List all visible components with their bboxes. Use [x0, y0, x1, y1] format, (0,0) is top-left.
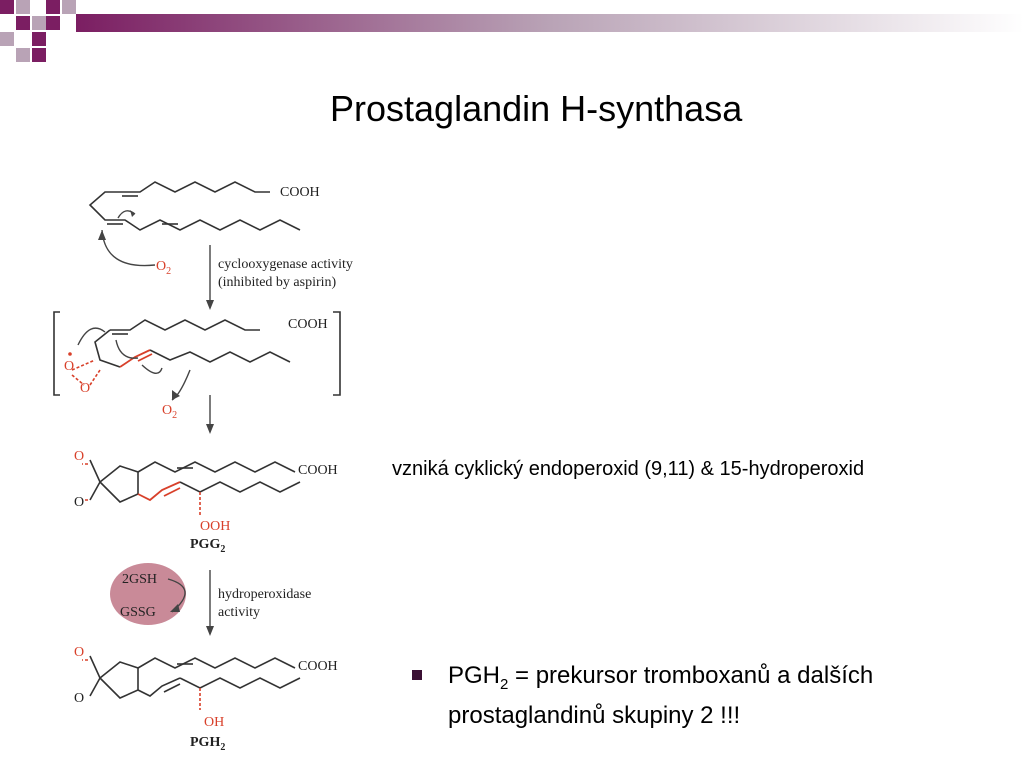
slide-title: Prostaglandin H-synthasa: [330, 88, 743, 129]
pgh2-name: PGH2: [190, 735, 225, 753]
cooh-label-3: COOH: [298, 463, 338, 478]
gsh-label: 2GSH: [122, 572, 157, 587]
radical-intermediate-structure: [53, 311, 341, 396]
o2-label-2: O2: [162, 403, 177, 421]
ooh-label: OOH: [200, 519, 230, 534]
square-bullet-icon: [412, 670, 422, 680]
header-decoration: [0, 0, 1024, 62]
pgg-o-top: O: [74, 449, 84, 464]
bullet-text: PGH2 = prekursor tromboxanů a dalších pr…: [448, 660, 1008, 731]
pgh2-structure: [82, 655, 301, 710]
bullet-prefix: PGH: [448, 662, 501, 689]
arachidonic-acid-structure: [88, 181, 301, 231]
radical-o-top: O: [64, 359, 74, 374]
step2-line1: hydroperoxidase: [218, 587, 311, 602]
cooh-label-1: COOH: [280, 185, 320, 200]
pgh-o-bottom: O: [74, 691, 84, 706]
oh-label: OH: [204, 715, 224, 730]
endoperoxide-caption: vzniká cyklický endoperoxid (9,11) & 15-…: [392, 458, 865, 480]
bullet-subscript: 2: [500, 675, 509, 693]
pgg2-name: PGG2: [190, 537, 225, 555]
cooh-label-4: COOH: [298, 659, 338, 674]
step1-line2: (inhibited by aspirin): [218, 275, 337, 290]
step1-line1: cyclooxygenase activity: [218, 257, 353, 272]
gsh-cofactor-ellipse: [110, 563, 186, 625]
o2-label-1: O2: [156, 259, 171, 277]
o2-curved-arrow-1: [101, 229, 156, 267]
reaction-diagram: COOH O2 cyclooxygenase activity (inhibit…: [53, 181, 353, 753]
pgh-o-top: O: [74, 645, 84, 660]
gssg-label: GSSG: [120, 605, 156, 620]
radical-o-bottom: O: [80, 381, 90, 396]
pgg2-structure: [82, 459, 301, 515]
pgg-o-bottom: O: [74, 495, 84, 510]
cooh-label-2: COOH: [288, 317, 328, 332]
step2-line2: activity: [218, 605, 260, 620]
bullet-rest: = prekursor tromboxanů a dalších prostag…: [448, 662, 874, 729]
